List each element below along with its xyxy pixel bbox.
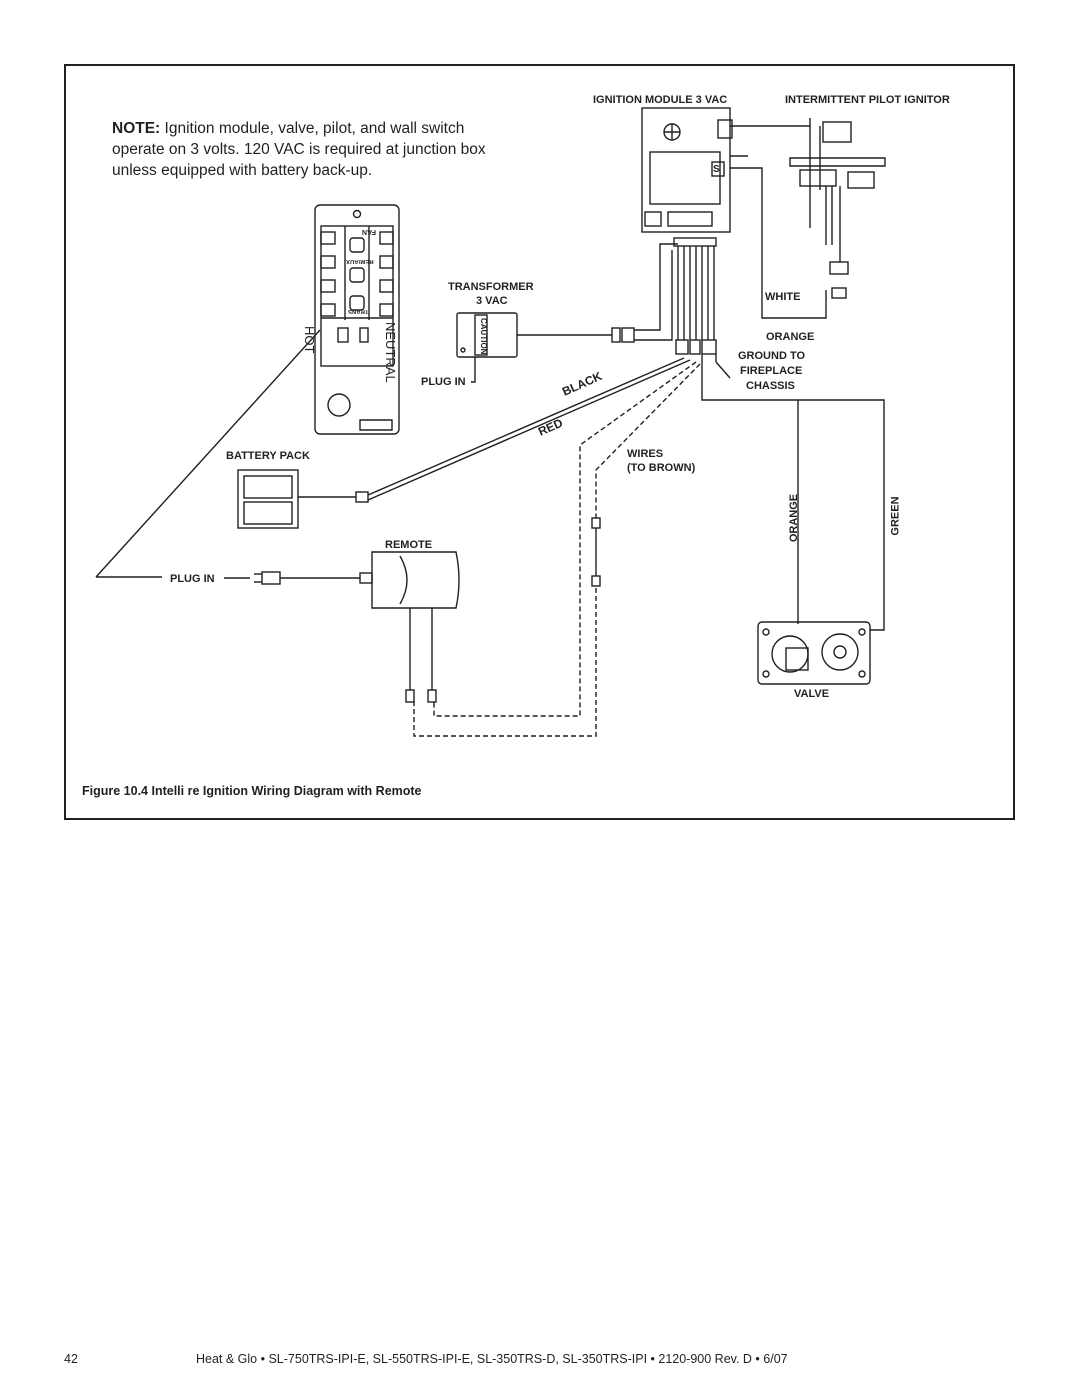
battery-pack: [237, 469, 369, 529]
label-plug-in-top: PLUG IN: [421, 376, 466, 388]
label-ignition-module: IGNITION MODULE 3 VAC: [593, 94, 728, 106]
remote-wires: [413, 361, 701, 737]
junction-box: [314, 204, 400, 435]
label-s: S: [713, 164, 720, 175]
label-plug-in-bottom: PLUG IN: [170, 573, 215, 585]
remote-receiver: [254, 551, 460, 703]
pilot-ignitor: [789, 118, 886, 299]
label-battery-pack: BATTERY PACK: [226, 450, 310, 462]
label-transformer-vac: 3 VAC: [476, 295, 508, 307]
note-body: Ignition module, valve, pilot, and wall …: [112, 120, 486, 179]
label-caution: CAUTION: [479, 318, 488, 355]
figure-caption: Figure 10.4 Intelli re Ignition Wiring D…: [82, 784, 422, 798]
footer-text: Heat & Glo • SL-750TRS-IPI-E, SL-550TRS-…: [196, 1352, 788, 1366]
wire-harness: [675, 246, 717, 355]
label-white: WHITE: [765, 291, 801, 303]
ignition-module: [641, 107, 733, 247]
label-rem-aux: REM/AUX: [346, 258, 374, 264]
label-fan: FAN: [362, 228, 376, 235]
label-chassis: CHASSIS: [746, 380, 795, 392]
label-wires: WIRES: [627, 448, 664, 460]
gas-valve: [757, 621, 871, 685]
label-valve: VALVE: [794, 688, 830, 700]
label-trans: TRANS: [348, 308, 369, 314]
label-hot: HOT: [302, 326, 317, 354]
label-transformer: TRANSFORMER: [448, 281, 534, 293]
label-green-vertical: GREEN: [889, 496, 902, 536]
label-ground-to: GROUND TO: [738, 350, 806, 362]
label-pilot-ignitor: INTERMITTENT PILOT IGNITOR: [785, 94, 950, 106]
label-orange-top: ORANGE: [766, 331, 815, 343]
note-lead: NOTE:: [112, 120, 161, 137]
transformer: [456, 243, 678, 358]
label-remote: REMOTE: [385, 539, 433, 551]
diagram-frame: [64, 64, 1015, 820]
label-neutral: NEUTRAL: [383, 322, 398, 383]
label-fireplace: FIREPLACE: [740, 365, 803, 377]
label-orange-vertical: ORANGE: [788, 493, 801, 543]
label-to-brown: (TO BROWN): [627, 462, 696, 474]
note-text: NOTE: Ignition module, valve, pilot, and…: [112, 118, 492, 181]
page-number: 42: [64, 1352, 78, 1366]
